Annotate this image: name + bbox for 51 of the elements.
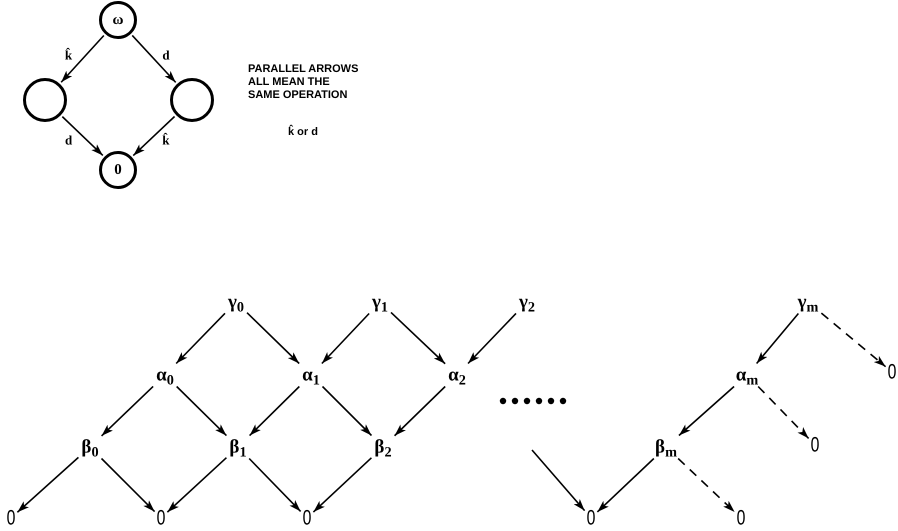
lattice-term: γ$_{1}$ [371, 292, 389, 312]
arrow [390, 312, 446, 364]
arrow [248, 458, 302, 512]
lattice-term: α$_{0}$ [155, 366, 175, 384]
arrow [176, 312, 226, 364]
edge-label: d [64, 134, 72, 147]
arrow [101, 386, 154, 436]
arrow [249, 386, 300, 436]
arrow [62, 116, 104, 156]
note-text: k̂ or d [288, 124, 318, 140]
lattice-term: β$_{0}$ [80, 438, 100, 456]
lattice-term: α$_{m}$ [734, 366, 760, 384]
zero-label: 0 [888, 362, 896, 382]
lattice-term: γ$_{0}$ [227, 292, 245, 312]
zero-label: 0 [736, 508, 746, 528]
dashed-arrow [678, 458, 736, 513]
zero-label: 0 [810, 434, 820, 456]
arrow [596, 458, 654, 513]
arrow [756, 312, 799, 364]
arrow [531, 449, 586, 512]
arrow [100, 458, 156, 512]
arrow [394, 386, 446, 436]
zero-label: 0 [6, 508, 16, 528]
lattice-term: β$_{1}$ [228, 438, 248, 456]
lattice-term: α$_{2}$ [447, 366, 467, 384]
arrow [321, 312, 370, 364]
zero-label: 0 [586, 508, 596, 528]
arrow [16, 456, 79, 513]
zero-label: 0 [302, 508, 312, 528]
arrow [312, 457, 372, 513]
arrow [246, 312, 300, 364]
dashed-arrow [758, 386, 810, 439]
dashed-arrow [820, 312, 886, 368]
lattice-term: γ$_{2}$ [518, 292, 536, 312]
lattice-term: α$_{1}$ [301, 366, 321, 384]
arrow [176, 386, 227, 436]
edge-label: d [162, 48, 170, 62]
lattice-term: γ$_{m}$ [796, 292, 820, 312]
edge-label: k̂ [162, 134, 170, 147]
arrow [132, 116, 176, 156]
zero-label: 0 [156, 508, 166, 528]
lattice-term: β$_{m}$ [654, 438, 678, 456]
arrow [132, 34, 176, 83]
edge-label: k̂ [64, 48, 72, 62]
arrow [467, 312, 517, 364]
arrow [60, 34, 104, 83]
arrow [678, 386, 735, 436]
arrow [322, 386, 372, 436]
note-text: PARALLEL ARROWS ALL MEAN THE SAME OPERATION [248, 63, 360, 102]
arrow [166, 457, 227, 513]
lattice-term: β$_{2}$ [373, 438, 393, 456]
